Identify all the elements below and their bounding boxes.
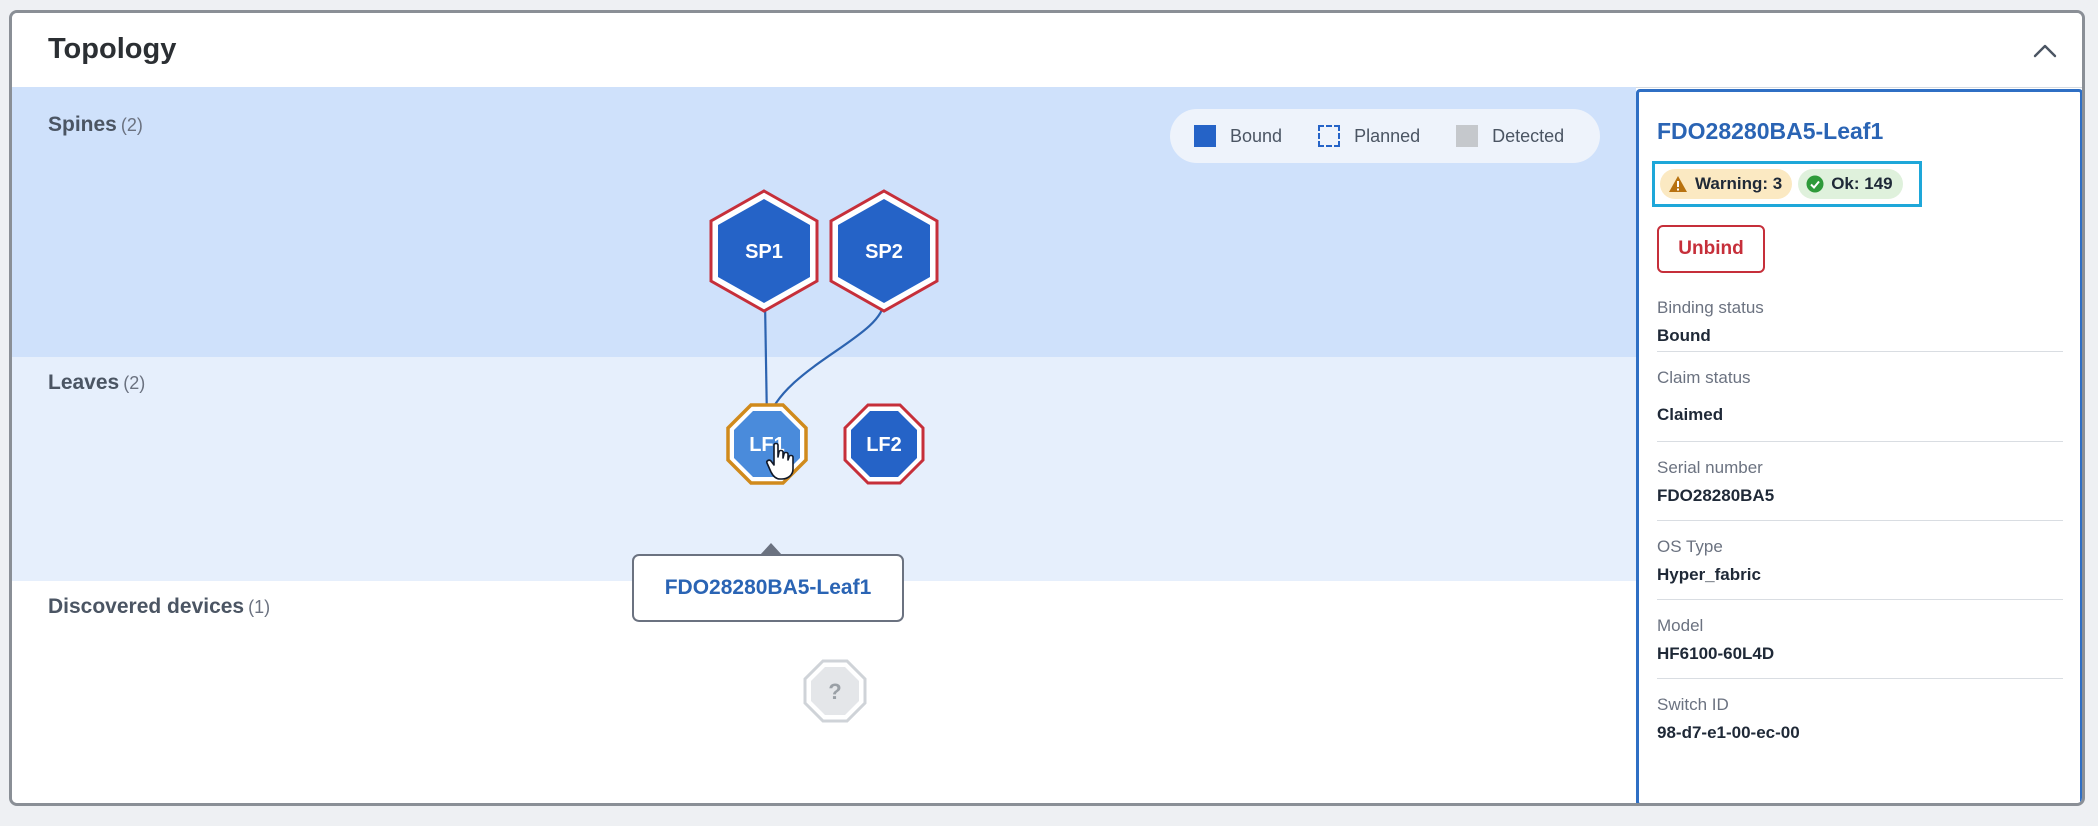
link-sp1-lf1 xyxy=(763,300,769,423)
hand-cursor-icon xyxy=(766,442,794,480)
bound-swatch-icon xyxy=(1194,125,1216,147)
node-lf2[interactable]: LF2 xyxy=(843,403,925,485)
warning-triangle-icon xyxy=(1669,176,1687,192)
unbind-button[interactable]: Unbind xyxy=(1657,225,1765,273)
panel-header: Topology xyxy=(12,13,2082,88)
node-unknown[interactable]: ? xyxy=(803,659,867,723)
discovered-label-text: Discovered devices xyxy=(48,595,245,618)
link-sp2-lf1 xyxy=(765,300,886,423)
leaves-band: Leaves(2) xyxy=(12,357,1636,581)
node-lf2-label: LF2 xyxy=(866,434,902,456)
prop-model: Model HF6100-60L4D xyxy=(1657,600,2063,679)
legend-planned: Planned xyxy=(1318,125,1420,147)
prop-os-type: OS Type Hyper_fabric xyxy=(1657,521,2063,600)
prop-value: Bound xyxy=(1657,326,1711,345)
topology-graph: SP1 SP2 LF1 LF2 xyxy=(709,189,939,723)
spines-band: Spines(2) Bound Planned Detected xyxy=(12,87,1636,357)
legend-bound-label: Bound xyxy=(1230,125,1283,146)
legend-planned-label: Planned xyxy=(1354,125,1421,146)
leaves-count: (2) xyxy=(123,373,146,393)
node-tooltip: FDO28280BA5-Leaf1 xyxy=(632,554,904,622)
details-panel: FDO28280BA5-Leaf1 Warning: 3 Ok: 149 Unb… xyxy=(1636,89,2082,803)
legend: Bound Planned Detected xyxy=(1170,109,1600,163)
node-lf1[interactable]: LF1 xyxy=(726,403,808,485)
status-summary: Warning: 3 Ok: 149 xyxy=(1652,161,1922,207)
warning-count: Warning: 3 xyxy=(1695,174,1783,193)
prop-label: Claim status xyxy=(1657,368,1751,387)
leaves-label-text: Leaves xyxy=(48,371,120,394)
prop-label: OS Type xyxy=(1657,537,1723,556)
tooltip-text: FDO28280BA5-Leaf1 xyxy=(664,576,872,599)
discovered-count: (1) xyxy=(248,597,271,617)
chevron-up-icon[interactable] xyxy=(2030,39,2060,63)
planned-swatch-icon xyxy=(1318,125,1341,147)
prop-claim-status: Claim status Claimed xyxy=(1657,352,2063,442)
node-sp1[interactable]: SP1 xyxy=(709,189,819,313)
spines-count: (2) xyxy=(120,115,143,135)
prop-label: Model xyxy=(1657,616,1704,635)
tooltip-arrow xyxy=(760,543,782,555)
prop-value: HF6100-60L4D xyxy=(1657,644,1775,663)
panel-title: Topology xyxy=(48,33,177,65)
topology-panel: Topology Spines(2) Bound Planned xyxy=(9,10,2085,806)
prop-label: Binding status xyxy=(1657,298,1764,317)
prop-binding-status: Binding status Bound xyxy=(1657,298,2063,352)
spines-label: Spines(2) xyxy=(48,113,143,137)
device-title[interactable]: FDO28280BA5-Leaf1 xyxy=(1657,118,1884,144)
node-sp1-label: SP1 xyxy=(745,241,783,263)
topology-canvas: Spines(2) Bound Planned Detected Leav xyxy=(12,87,1636,803)
detected-swatch-icon xyxy=(1456,125,1479,147)
prop-value: Claimed xyxy=(1657,405,1724,424)
prop-value: 98-d7-e1-00-ec-00 xyxy=(1657,723,1800,742)
spines-label-text: Spines xyxy=(48,113,117,136)
warning-badge[interactable]: Warning: 3 xyxy=(1660,169,1793,199)
prop-label: Switch ID xyxy=(1657,695,1729,714)
node-sp2-label: SP2 xyxy=(865,241,903,263)
legend-detected: Detected xyxy=(1456,125,1564,147)
prop-label: Serial number xyxy=(1657,458,1763,477)
node-sp2[interactable]: SP2 xyxy=(829,189,939,313)
legend-detected-label: Detected xyxy=(1492,125,1565,146)
device-properties: Binding status Bound Claim status Claime… xyxy=(1657,298,2063,758)
discovered-label: Discovered devices(1) xyxy=(48,595,270,619)
legend-bound: Bound xyxy=(1194,125,1282,147)
prop-switch-id: Switch ID 98-d7-e1-00-ec-00 xyxy=(1657,679,2063,758)
leaves-label: Leaves(2) xyxy=(48,371,145,395)
prop-serial-number: Serial number FDO28280BA5 xyxy=(1657,442,2063,521)
ok-count: Ok: 149 xyxy=(1831,174,1893,193)
question-mark-icon: ? xyxy=(828,679,841,704)
prop-value: FDO28280BA5 xyxy=(1657,486,1775,505)
check-circle-icon xyxy=(1806,175,1824,193)
ok-badge[interactable]: Ok: 149 xyxy=(1798,169,1903,199)
prop-value: Hyper_fabric xyxy=(1657,565,1761,584)
